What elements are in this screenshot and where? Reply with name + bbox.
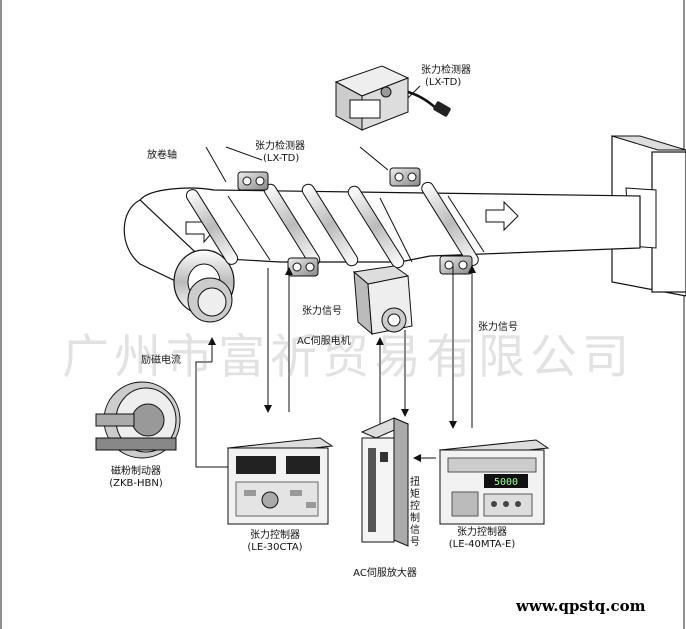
tension-detector-device — [334, 65, 451, 131]
label-tension-detector-top: 张力检测器 — [421, 65, 471, 76]
guide-rollers — [185, 181, 479, 269]
website-text: www.qpstq.com — [516, 597, 646, 615]
label-tension-detector-mid: 张力检测器 — [255, 141, 305, 152]
label-ac-servo-amplifier: AC伺服放大器 — [353, 568, 417, 579]
label-controller-left-model: (LE-30CTA) — [247, 542, 303, 553]
controller-le-40mta-e — [438, 439, 550, 525]
label-tension-signal-right: 张力信号 — [478, 322, 518, 333]
ac-servo-motor — [352, 265, 413, 336]
label-torque-signal: 扭矩控制信号 — [410, 477, 420, 548]
signal-lines — [195, 265, 476, 468]
magnetic-powder-brake — [95, 381, 181, 459]
label-controller-right-model: (LE-40MTA-E) — [448, 539, 516, 550]
label-unwind-shaft: 放卷轴 — [147, 150, 177, 161]
label-controller-right: 张力控制器 — [457, 527, 507, 538]
unwind-roll — [123, 199, 235, 323]
label-tension-detector-mid-model: (LX-TD) — [263, 153, 300, 164]
controller-le-30cta — [226, 437, 334, 525]
roller-detectors — [237, 167, 473, 277]
label-tension-detector-top-model: (LX-TD) — [425, 77, 462, 88]
label-controller-left: 张力控制器 — [250, 530, 300, 541]
label-excitation-current: 励磁电流 — [141, 355, 181, 366]
ac-servo-amplifier — [360, 417, 410, 547]
label-tension-signal-left: 张力信号 — [302, 306, 342, 317]
watermark: 广州市富祈贸易有限公司 — [62, 330, 634, 385]
label-brake: 磁粉制动器 — [111, 466, 161, 477]
web-film — [139, 187, 641, 263]
right-controller-readout: 5000 — [494, 477, 518, 488]
label-brake-model: (ZKB-HBN) — [109, 478, 163, 489]
label-ac-servo-motor: AC伺服电机 — [297, 336, 351, 347]
